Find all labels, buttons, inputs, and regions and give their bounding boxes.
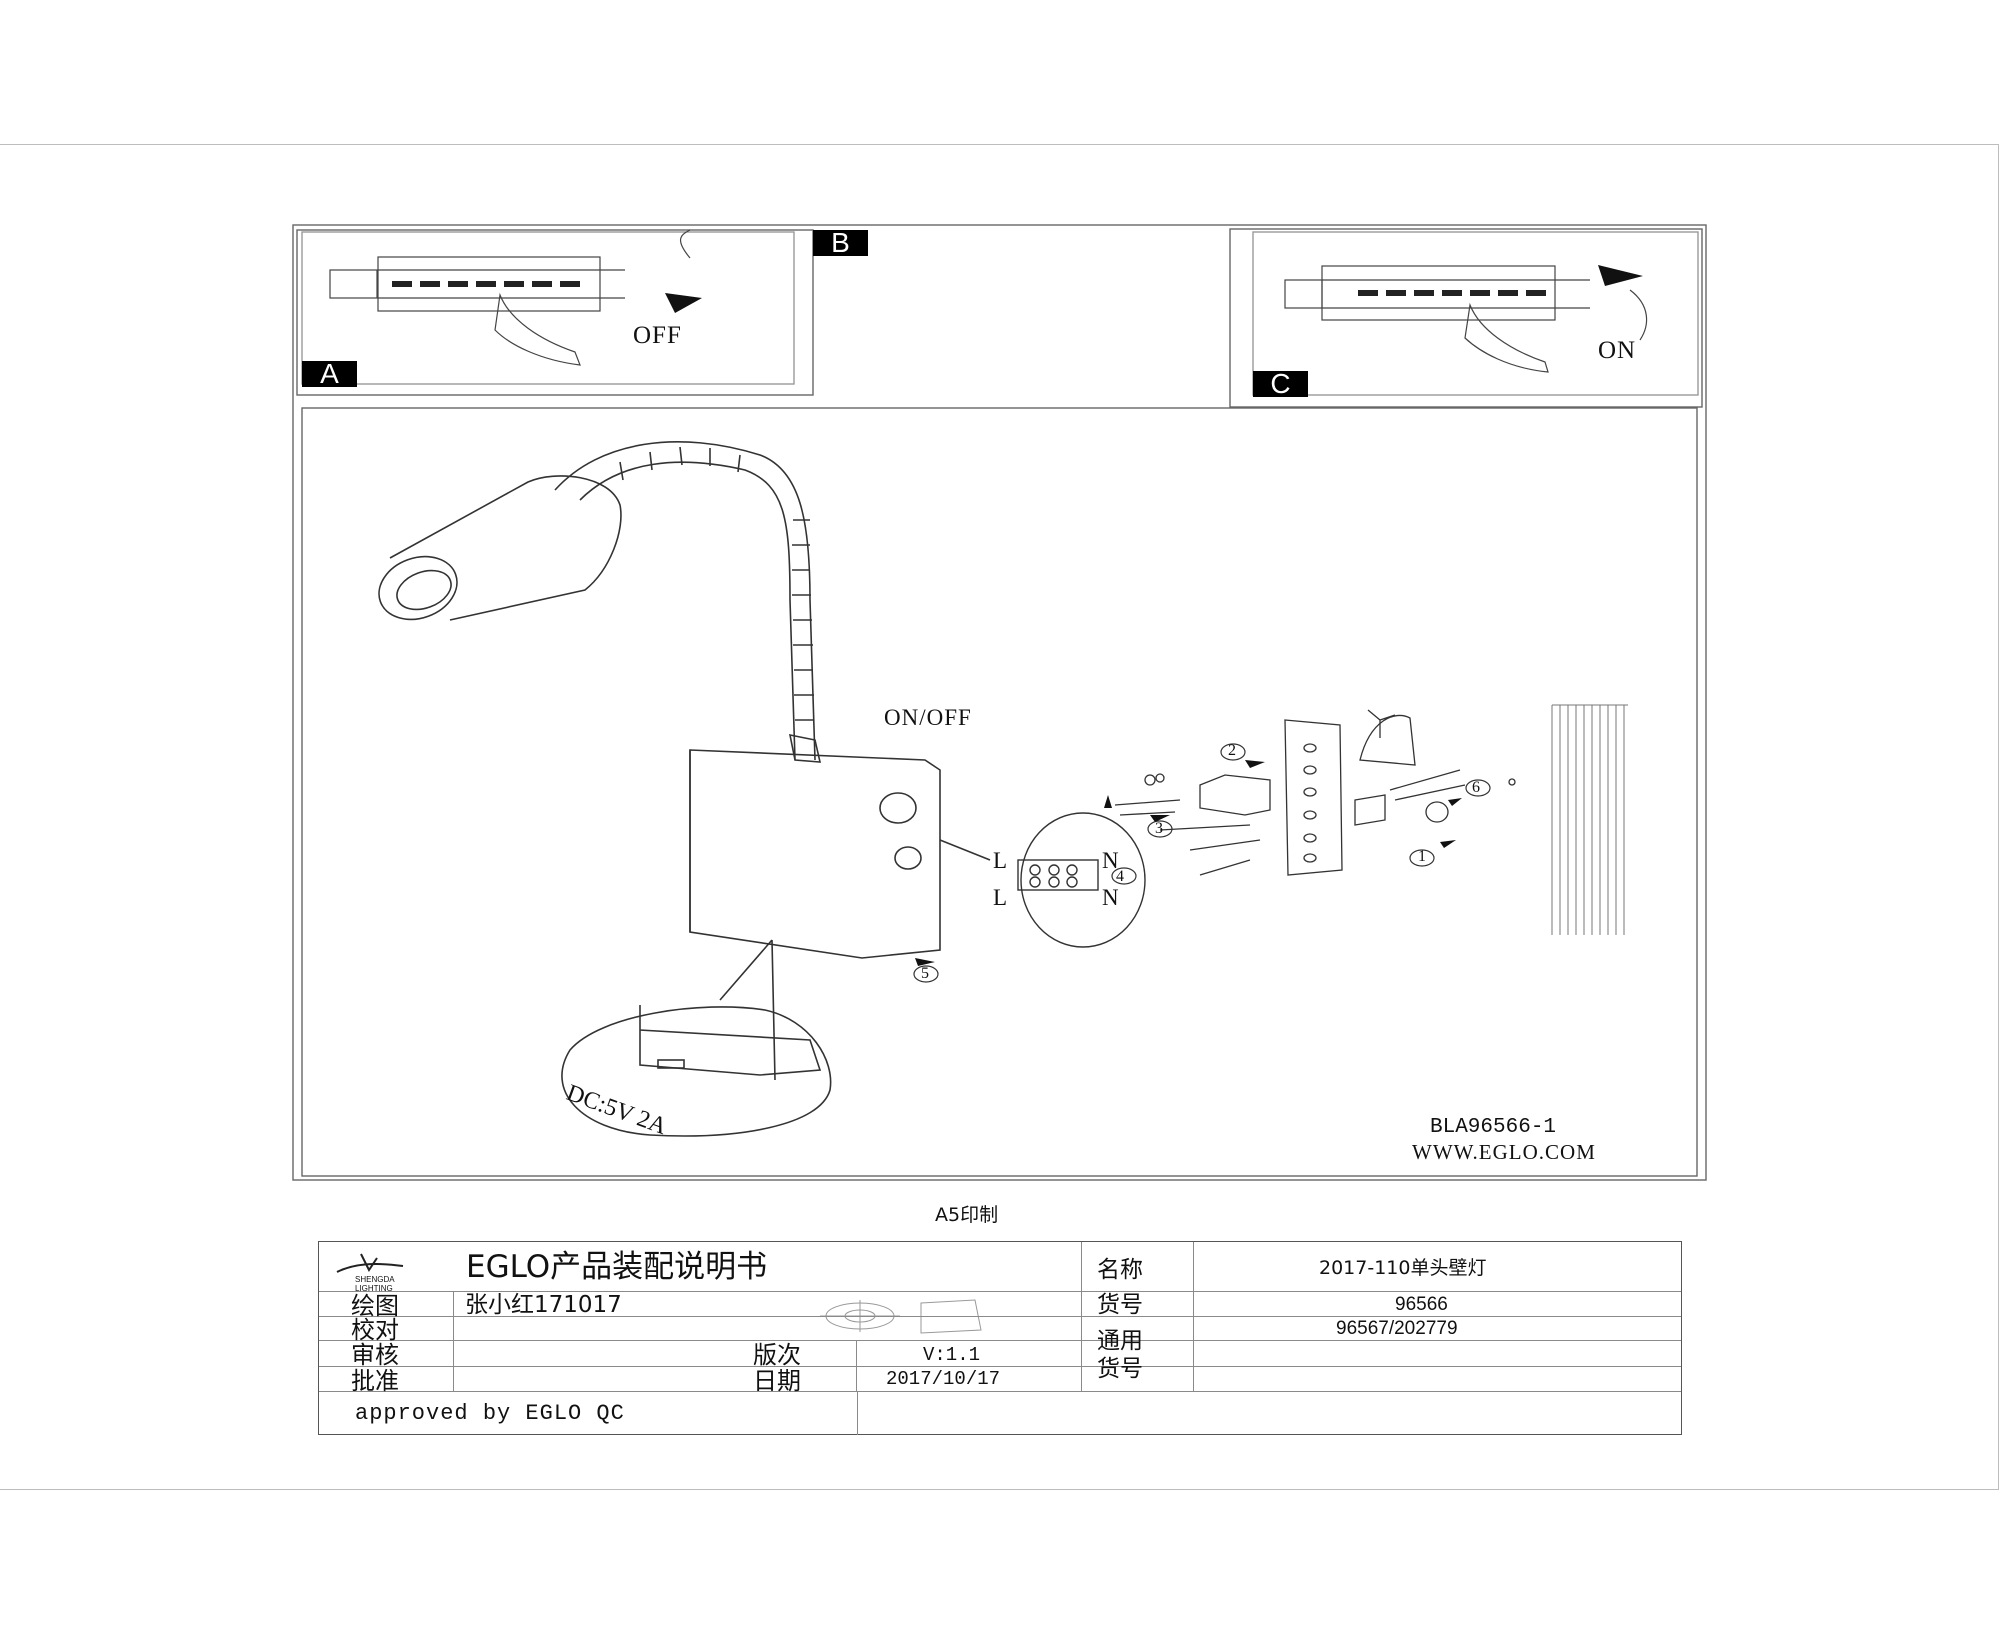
callout-5: 5 — [921, 965, 929, 982]
lamp — [378, 441, 822, 763]
common-item-value: 96567/202779 — [1336, 1318, 1458, 1339]
version-label: 版次 — [753, 1341, 801, 1369]
website: WWW.EGLO.COM — [1412, 1140, 1596, 1164]
panel-c-inner — [1252, 231, 1699, 396]
drawing-sheet — [0, 144, 1999, 1490]
arrow-on — [1598, 265, 1643, 286]
panel-c-tag: C — [1253, 370, 1308, 398]
version-value: V:1.1 — [923, 1344, 981, 1366]
callout-3: 3 — [1155, 820, 1163, 837]
date-value: 2017/10/17 — [886, 1368, 1001, 1390]
terminal-strip-a — [329, 229, 691, 366]
common-item-label-1: 通用 — [1097, 1328, 1143, 1354]
callout-6: 6 — [1472, 779, 1480, 796]
common-item-label-2: 货号 — [1097, 1356, 1143, 1382]
switch-box — [561, 749, 991, 1137]
panel-a-tag: A — [302, 360, 357, 388]
date-label: 日期 — [753, 1367, 801, 1395]
terminal-l-top: L — [993, 848, 1008, 873]
reviewed-label: 审核 — [351, 1341, 399, 1369]
panel-a-frame — [296, 229, 814, 396]
panel-a-inner — [301, 231, 795, 385]
off-label: OFF — [633, 322, 682, 349]
wall-hatch — [1551, 704, 1628, 935]
print-note: A5印制 — [935, 1204, 999, 1226]
item-no-value: 96566 — [1395, 1294, 1448, 1315]
outer-frame — [292, 224, 1707, 1181]
terminal-l-bottom: L — [993, 885, 1008, 910]
name-label: 名称 — [1097, 1257, 1143, 1283]
item-no-label: 货号 — [1097, 1292, 1143, 1318]
title-block: SHENGDA LIGHTING EGLO产品装配说明书 绘图 张小红17101… — [318, 1241, 1682, 1435]
on-label: ON — [1598, 337, 1637, 364]
model-code: BLA96566-1 — [1430, 1116, 1557, 1139]
drawn-by-value: 张小红171017 — [465, 1292, 622, 1318]
panel-c-frame — [1229, 228, 1703, 408]
callout-2: 2 — [1228, 742, 1236, 759]
terminal-n-top: N — [1102, 848, 1119, 873]
switch-label: ON/OFF — [884, 705, 972, 730]
main-panel — [301, 407, 1698, 1177]
terminal-strip-c — [1284, 265, 1648, 373]
document-title: EGLO产品装配说明书 — [466, 1249, 768, 1285]
callout-1: 1 — [1418, 848, 1426, 865]
name-value: 2017-110单头壁灯 — [1319, 1257, 1487, 1279]
callout-markers — [913, 743, 1491, 983]
logo-text: SHENGDA LIGHTING — [355, 1275, 395, 1293]
approved-label: 批准 — [351, 1367, 399, 1395]
logo-swoosh-icon — [336, 1253, 404, 1273]
panel-b-tag: B — [813, 229, 868, 257]
callout-4: 4 — [1116, 868, 1124, 885]
terminal-n-bottom: N — [1102, 885, 1119, 910]
drawn-by-label: 绘图 — [351, 1292, 399, 1320]
checked-label: 校对 — [351, 1316, 399, 1344]
company-logo: SHENGDA LIGHTING — [333, 1250, 433, 1293]
mounting-hardware — [1114, 709, 1516, 876]
terminal-detail — [1017, 812, 1146, 948]
arrow-off — [665, 293, 702, 313]
approved-by-text: approved by EGLO QC — [355, 1401, 625, 1426]
